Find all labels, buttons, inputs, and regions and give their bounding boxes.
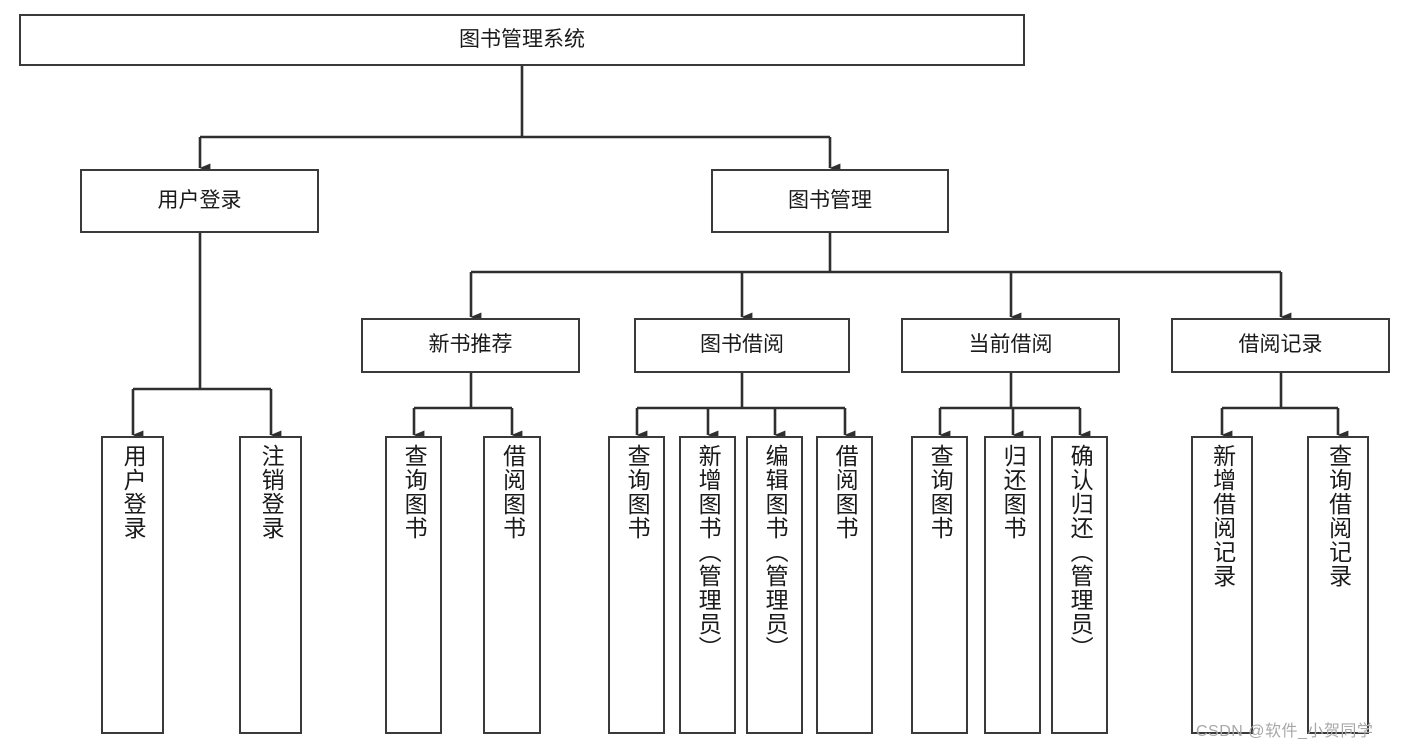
node-label-leaf-query-book-rec: 查询图书 <box>401 444 428 540</box>
node-label-book-borrow: 图书借阅 <box>700 333 784 357</box>
node-label-leaf-query-record: 查询借阅记录 <box>1325 444 1352 588</box>
node-label-leaf-user-login: 用户登录 <box>120 444 147 540</box>
node-leaf-borrow-book-rec[interactable]: 借阅图书 <box>483 436 541 734</box>
node-leaf-query-record[interactable]: 查询借阅记录 <box>1307 436 1369 734</box>
node-label-user-login: 用户登录 <box>157 188 242 212</box>
node-label-leaf-add-record: 新增借阅记录 <box>1209 444 1236 588</box>
node-leaf-confirm-return[interactable]: 确认归还（管理员） <box>1051 436 1108 734</box>
node-label-new-book-rec: 新书推荐 <box>428 333 513 357</box>
node-leaf-return-book[interactable]: 归还图书 <box>984 436 1041 734</box>
node-label-leaf-return-book: 归还图书 <box>1000 444 1027 540</box>
node-leaf-edit-book[interactable]: 编辑图书（管理员） <box>746 436 803 734</box>
node-new-book-rec[interactable]: 新书推荐 <box>361 318 580 373</box>
node-root[interactable]: 图书管理系统 <box>19 14 1025 66</box>
node-leaf-user-logout[interactable]: 注销登录 <box>239 436 302 734</box>
node-borrow-record[interactable]: 借阅记录 <box>1171 318 1390 373</box>
node-leaf-query-book-b[interactable]: 查询图书 <box>608 436 665 734</box>
node-label-leaf-borrow-book-rec: 借阅图书 <box>499 444 526 540</box>
node-label-current-borrow: 当前借阅 <box>968 333 1053 357</box>
node-label-leaf-add-book: 新增图书（管理员） <box>695 444 722 660</box>
node-leaf-borrow-book-b[interactable]: 借阅图书 <box>816 436 873 734</box>
node-book-manage[interactable]: 图书管理 <box>711 169 949 233</box>
node-label-leaf-query-book-b: 查询图书 <box>624 444 651 540</box>
node-leaf-query-book-c[interactable]: 查询图书 <box>911 436 968 734</box>
node-leaf-add-record[interactable]: 新增借阅记录 <box>1191 436 1253 734</box>
node-label-leaf-borrow-book-b: 借阅图书 <box>832 444 859 540</box>
node-label-leaf-user-logout: 注销登录 <box>258 444 285 540</box>
node-label-borrow-record: 借阅记录 <box>1238 333 1323 357</box>
node-book-borrow[interactable]: 图书借阅 <box>634 318 850 373</box>
node-current-borrow[interactable]: 当前借阅 <box>901 318 1120 373</box>
node-label-leaf-confirm-return: 确认归还（管理员） <box>1067 444 1094 660</box>
node-label-leaf-query-book-c: 查询图书 <box>927 444 954 540</box>
node-leaf-add-book[interactable]: 新增图书（管理员） <box>679 436 736 734</box>
node-user-login[interactable]: 用户登录 <box>80 169 319 233</box>
node-label-leaf-edit-book: 编辑图书（管理员） <box>762 444 789 660</box>
node-label-root: 图书管理系统 <box>459 27 585 51</box>
node-leaf-query-book-rec[interactable]: 查询图书 <box>385 436 442 734</box>
node-leaf-user-login[interactable]: 用户登录 <box>101 436 164 734</box>
node-label-book-manage: 图书管理 <box>788 188 872 212</box>
